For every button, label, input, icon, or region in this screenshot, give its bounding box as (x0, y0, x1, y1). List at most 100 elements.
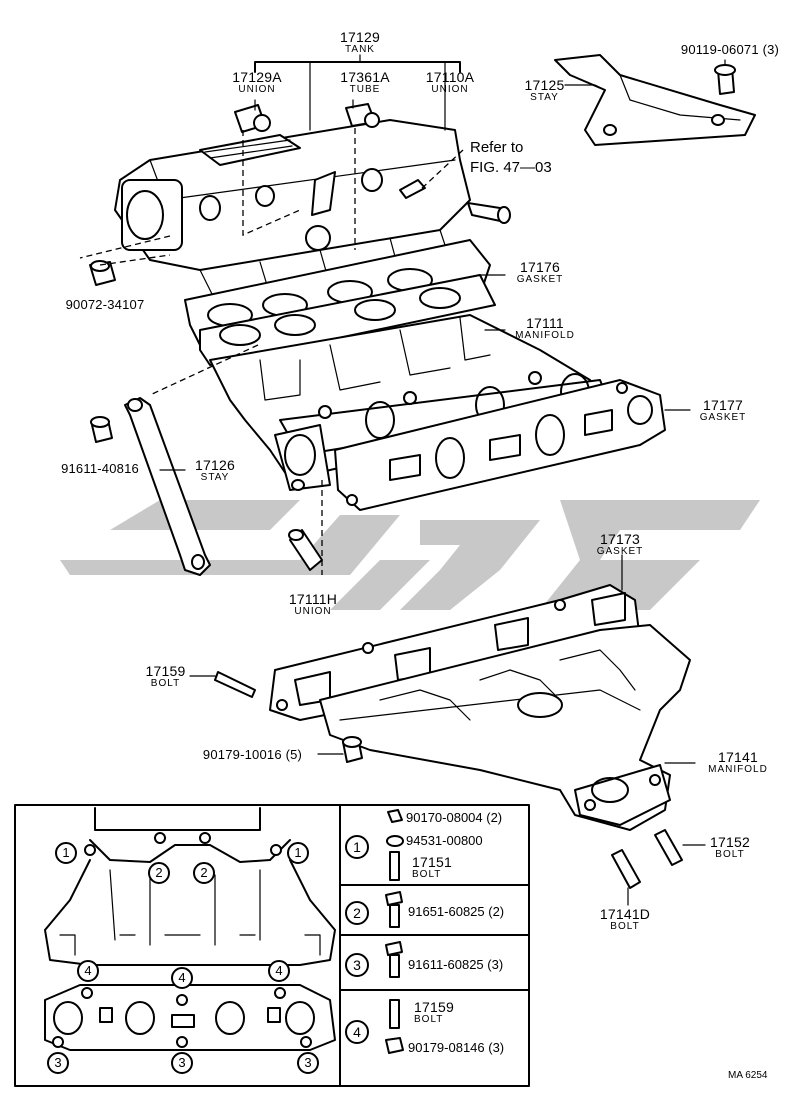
legend-4-item-1: 17159 BOLT (414, 1000, 464, 1025)
part-name: BOLT (150, 678, 181, 689)
legend-num-1: 1 (345, 835, 369, 859)
manifold-17141-label: 17141 MANIFOLD (698, 750, 778, 775)
callout-4-left: 4 (77, 960, 99, 982)
stud-17159-part (214, 671, 256, 698)
part-number: 17141D (599, 906, 651, 922)
stud-17152-part (654, 829, 683, 866)
manifold-17111-label: 17111 MANIFOLD (505, 316, 585, 341)
callout-2-right: 2 (193, 862, 215, 884)
legend-part-icons (385, 809, 404, 1054)
part-number: 17110A (425, 69, 475, 85)
legend-1-item-3: 17151 BOLT (412, 855, 462, 880)
callout-4-center: 4 (171, 967, 193, 989)
part-number: 17159 (414, 999, 454, 1015)
bolt-17141d-label: 17141D BOLT (595, 907, 655, 932)
plug-90072-label: 90072-34107 (55, 298, 155, 311)
part-number: 91611-40816 (61, 461, 139, 476)
part-number: 17159 (145, 663, 186, 679)
stay-17125-part (554, 54, 756, 146)
bolt-17159-label: 17159 BOLT (138, 664, 193, 689)
legend-num-3: 3 (345, 953, 369, 977)
part-name: STAY (530, 92, 559, 103)
callout-1-right: 1 (287, 842, 309, 864)
part-number: 90119-06071 (3) (680, 42, 780, 57)
part-number: 17173 (600, 531, 640, 547)
union-17111h-part (288, 529, 323, 571)
callout-1-left: 1 (55, 842, 77, 864)
part-number: 17176 (520, 259, 560, 275)
union-17110a-label: 17110A UNION (415, 70, 485, 95)
bolt-91611-40816-label: 91611-40816 (45, 462, 155, 475)
union-17110a-part (399, 179, 426, 199)
part-number: 17151 (412, 854, 452, 870)
callout-3-right: 3 (297, 1052, 319, 1074)
nut-90179-10016-part (342, 736, 363, 763)
bolt-91611-40816-part (90, 416, 113, 443)
callout-4-right: 4 (268, 960, 290, 982)
bolt-90119-label: 90119-06071 (3) (660, 43, 800, 56)
gasket-17173-label: 17173 GASKET (585, 532, 655, 557)
part-number: 17111 (526, 315, 564, 331)
part-name: BOLT (610, 921, 640, 932)
part-name: GASKET (596, 546, 644, 557)
union-17129a-part (234, 104, 271, 133)
bolt-17152-label: 17152 BOLT (700, 835, 760, 860)
legend-1-item-2: 94531-00800 (406, 833, 483, 848)
callout-3-left: 3 (47, 1052, 69, 1074)
part-name: UNION (294, 606, 332, 617)
legend-num-4: 4 (345, 1020, 369, 1044)
part-number: 17129A (232, 69, 282, 85)
part-number: 17126 (195, 457, 235, 473)
inset-manifold-view (44, 807, 336, 1051)
part-number: 17152 (710, 834, 750, 850)
gasket-17173-part (269, 584, 641, 721)
part-name: UNION (238, 84, 276, 95)
part-name: STAY (200, 472, 230, 483)
part-name: MANIFOLD (515, 330, 575, 341)
gasket-17176-label: 17176 GASKET (505, 260, 575, 285)
stud-17141d-part (611, 849, 641, 889)
part-name: BOLT (715, 849, 745, 860)
part-number: 17177 (703, 397, 743, 413)
legend-4-item-2: 90179-08146 (3) (408, 1040, 505, 1055)
manifold-17111-part (209, 314, 611, 491)
stay-17125-label: 17125 STAY (512, 78, 577, 103)
part-name: TUBE (349, 84, 381, 95)
legend-1-item-1: 90170-08004 (2) (406, 810, 503, 825)
callout-3-center: 3 (171, 1052, 193, 1074)
nut-90179-10016-label: 90179-10016 (5) (190, 748, 315, 761)
union-17129a-label: 17129A UNION (222, 70, 292, 95)
plug-90072-part (89, 260, 116, 286)
gasket-17177-label: 17177 GASKET (688, 398, 758, 423)
manifold-17141-part (319, 624, 691, 831)
callout-2-left: 2 (148, 862, 170, 884)
part-number: 90179-10016 (5) (202, 747, 303, 762)
part-number: 17111H (288, 591, 338, 607)
inset-panel-frame (14, 804, 530, 1087)
part-number: 17361A (340, 69, 390, 85)
refer-line-1: Refer to (470, 139, 524, 156)
refer-to-figure-label: Refer to FIG. 47—03 (470, 138, 552, 178)
stay-17126-label: 17126 STAY (185, 458, 245, 483)
part-name: GASKET (699, 412, 747, 423)
legend-2-item-1: 91651-60825 (2) (408, 904, 505, 919)
part-name: GASKET (516, 274, 564, 285)
refer-line-2: FIG. 47—03 (470, 159, 552, 176)
stay-17126-part (124, 397, 211, 576)
watermark-logo (60, 500, 760, 610)
part-name: BOLT (412, 869, 442, 880)
tank-bracket (254, 61, 461, 73)
tank-17129-label: 17129 TANK (320, 30, 400, 55)
surge-tank (114, 119, 471, 301)
gasket-17177-part (334, 379, 666, 511)
union-17111h-label: 17111H UNION (278, 592, 348, 617)
part-number: 17125 (524, 77, 565, 93)
legend-3-item-1: 91611-60825 (3) (408, 957, 504, 972)
union-right-part (467, 202, 511, 224)
part-number: 90072-34107 (65, 297, 145, 312)
part-name: TANK (345, 44, 375, 55)
part-name: UNION (431, 84, 469, 95)
figure-code: MA 6254 (728, 1070, 768, 1081)
